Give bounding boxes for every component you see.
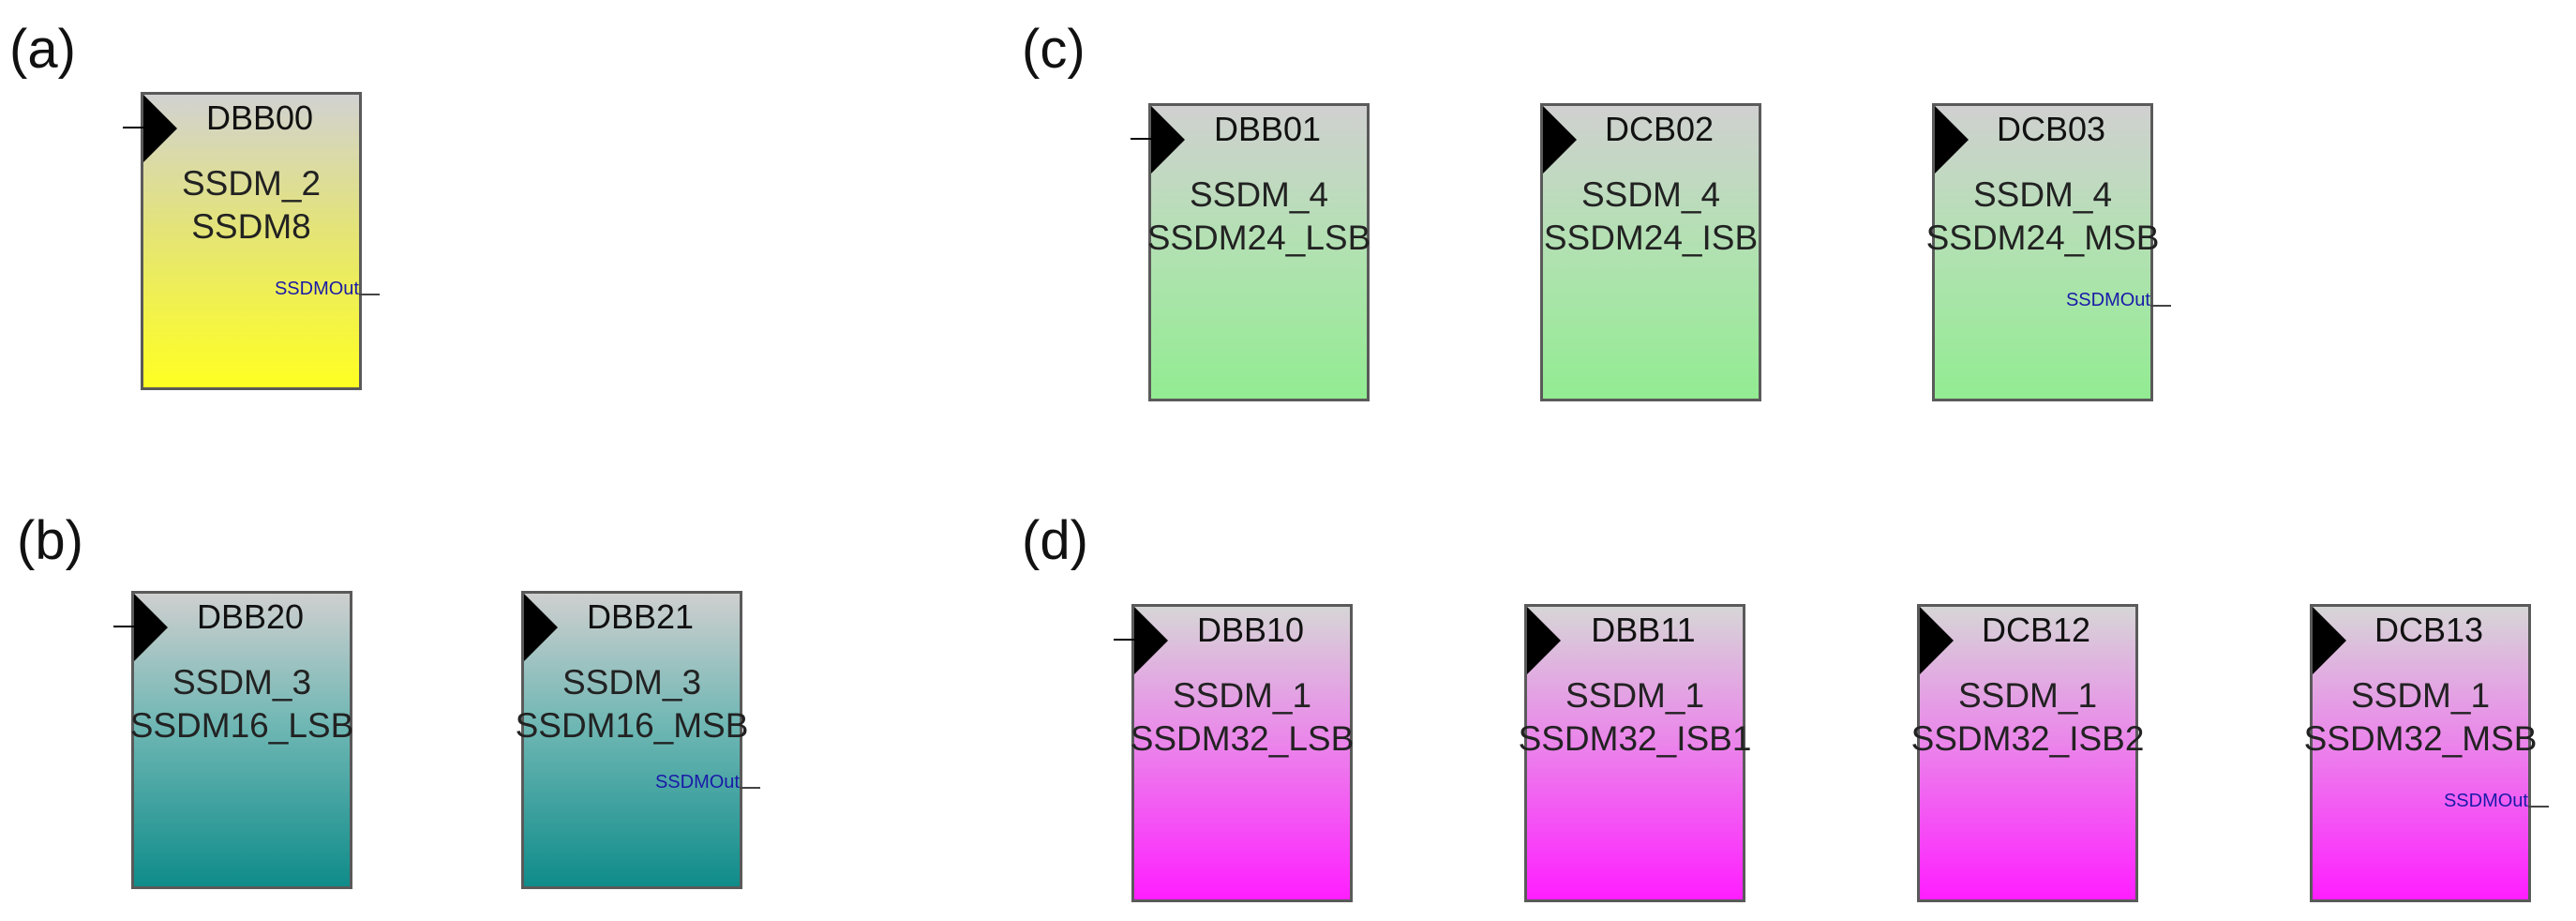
clock-input-marker-icon [134,594,168,661]
output-pin [2150,305,2171,307]
block-instance-name: SSDM24_LSB [1146,219,1371,257]
block-dcb03[interactable]: DCB03 SSDM_4 SSDM24_MSB SSDMOut [1926,103,2171,401]
block-id: DBB21 [586,597,695,636]
block-dbb21[interactable]: DBB21 SSDM_3 SSDM16_MSB SSDMOut [516,591,760,889]
block-module-name: SSDM_3 [172,663,312,702]
block-instance-name: SSDM32_ISB2 [1910,719,2145,758]
block-dcb12[interactable]: DCB12 SSDM_1 SSDM32_ISB2 [1911,604,2144,902]
block-module-name: SSDM_1 [1172,676,1312,715]
block-module-name: SSDM_4 [1189,175,1329,214]
clock-input-marker-icon [524,594,558,661]
block-module-name: SSDM_1 [1565,676,1705,715]
output-label: SSDMOut [274,279,359,299]
block-id: DCB02 [1604,110,1715,148]
block-id: DCB12 [1981,611,2091,649]
panel-label-b: (b) [17,510,83,571]
block-dbb01[interactable]: DBB01 SSDM_4 SSDM24_LSB [1131,103,1370,401]
output-label: SSDMOut [654,772,740,793]
block-dbb11[interactable]: DBB11 SSDM_1 SSDM32_ISB1 [1519,604,1751,902]
output-pin [740,787,760,789]
block-instance-name: SSDM8 [191,207,311,246]
block-dcb02[interactable]: DCB02 SSDM_4 SSDM24_ISB [1540,103,1761,401]
output-label: SSDMOut [2065,290,2150,310]
block-instance-name: SSDM32_ISB1 [1518,719,1752,758]
block-dcb13[interactable]: DCB13 SSDM_1 SSDM32_MSB SSDMOut [2304,604,2549,902]
block-id: DCB03 [1996,110,2106,148]
output-pin [2528,806,2549,808]
block-module-name: SSDM_1 [1957,676,2098,715]
block-id: DCB13 [2374,611,2484,649]
block-id: DBB10 [1196,611,1305,649]
clock-input-marker-icon [1527,607,1561,674]
panel-label-d: (d) [1022,510,1088,571]
clock-input-marker-icon [1920,607,1954,674]
clock-input-marker-icon [1134,607,1168,674]
block-module-name: SSDM_4 [1972,175,2113,214]
block-dbb00[interactable]: DBB00 SSDM_2 SSDM8 SSDMOut [123,92,380,390]
clock-input-marker-icon [1543,106,1577,174]
block-module-name: SSDM_4 [1580,175,1721,214]
block-instance-name: SSDM16_LSB [129,706,354,745]
block-instance-name: SSDM24_MSB [1925,219,2160,257]
panel-label-c: (c) [1022,19,1086,80]
clock-input-marker-icon [1151,106,1185,174]
input-pin [113,626,134,627]
clock-input-marker-icon [1935,106,1969,174]
block-id: DBB20 [196,597,305,636]
block-module-name: SSDM_2 [181,164,322,203]
block-module-name: SSDM_1 [2350,676,2491,715]
block-instance-name: SSDM32_LSB [1130,719,1355,758]
block-instance-name: SSDM16_MSB [515,706,749,745]
block-module-name: SSDM_3 [562,663,702,702]
block-id: DBB11 [1591,611,1696,649]
block-dbb20[interactable]: DBB20 SSDM_3 SSDM16_LSB [113,591,353,889]
block-id: DBB01 [1213,110,1322,148]
input-pin [1131,138,1151,140]
input-pin [123,127,143,128]
block-dbb10[interactable]: DBB10 SSDM_1 SSDM32_LSB [1114,604,1354,902]
output-label: SSDMOut [2443,791,2528,811]
block-instance-name: SSDM32_MSB [2303,719,2538,758]
output-pin [359,294,380,295]
block-id: DBB00 [205,98,314,137]
panel-label-a: (a) [9,19,76,80]
block-instance-name: SSDM24_ISB [1543,219,1759,257]
input-pin [1114,639,1134,641]
clock-input-marker-icon [143,95,177,162]
clock-input-marker-icon [2313,607,2346,674]
